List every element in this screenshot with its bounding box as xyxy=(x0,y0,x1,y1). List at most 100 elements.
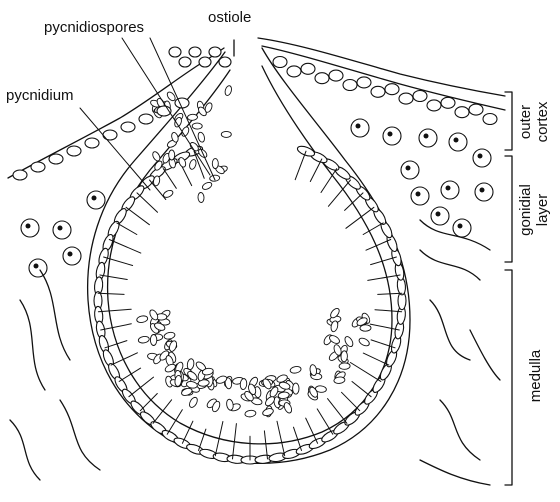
alga-cell xyxy=(453,219,471,237)
label-ostiole: ostiole xyxy=(208,9,251,26)
alga-cell xyxy=(21,219,39,237)
hypha xyxy=(109,240,141,254)
cortex-cell xyxy=(219,57,231,67)
cortex-cell xyxy=(179,57,191,67)
hypha xyxy=(137,193,158,212)
spore xyxy=(262,407,274,416)
hypha xyxy=(140,394,157,411)
cortex-cell xyxy=(385,84,399,95)
medulla-hypha xyxy=(420,460,490,485)
spore xyxy=(136,315,148,323)
alga-cell xyxy=(351,119,369,137)
medulla-hypha xyxy=(40,270,70,360)
spore xyxy=(138,336,150,344)
cortex-cell xyxy=(175,98,189,108)
medulla-hypha xyxy=(440,400,480,460)
alga-nucleus xyxy=(480,188,485,193)
label-medulla: medulla xyxy=(527,349,544,402)
cortex-cell xyxy=(209,47,221,57)
alga-cell xyxy=(475,183,493,201)
hypha xyxy=(126,207,149,224)
cortex-cell xyxy=(371,86,385,97)
hypha xyxy=(101,324,132,330)
alga-cell xyxy=(53,221,71,239)
medulla-hypha xyxy=(10,420,40,480)
label-outer: outer xyxy=(517,105,534,139)
spore xyxy=(187,114,197,121)
cortex-cell xyxy=(329,70,343,81)
cortex-cell xyxy=(199,57,211,67)
hypha xyxy=(295,151,306,180)
hypha xyxy=(342,392,360,410)
spore xyxy=(264,395,276,407)
spore xyxy=(150,335,156,346)
hypha xyxy=(378,293,402,294)
medulla-hypha xyxy=(430,300,470,360)
alga-nucleus xyxy=(424,134,429,139)
spore xyxy=(224,85,233,96)
spore xyxy=(188,159,197,170)
alga-nucleus xyxy=(406,166,411,171)
cortex-cell xyxy=(427,100,441,111)
cortex-cell xyxy=(441,97,455,108)
hypha xyxy=(366,240,391,251)
spore xyxy=(360,325,371,332)
hypha xyxy=(346,207,374,228)
cortex-cell xyxy=(49,154,63,164)
label-layer: layer xyxy=(534,194,551,227)
hypha xyxy=(98,293,124,294)
spore xyxy=(151,150,161,162)
hypha xyxy=(111,353,137,365)
thallus-surface-left xyxy=(8,48,224,178)
alga-cell xyxy=(411,187,429,205)
hypha xyxy=(104,257,133,266)
pycnidiospores xyxy=(136,85,371,418)
cortex-cell xyxy=(189,47,201,57)
cortex-cell xyxy=(483,114,497,125)
cortex-cell xyxy=(31,162,45,172)
alga-cell xyxy=(431,207,449,225)
hypha xyxy=(163,169,176,189)
alga-cell xyxy=(449,133,467,151)
alga-nucleus xyxy=(58,226,63,231)
alga-cell xyxy=(29,259,47,277)
cortex-cell xyxy=(13,170,27,180)
spore xyxy=(293,383,299,394)
cortex-cell xyxy=(139,114,153,124)
cortex-cell xyxy=(169,47,181,57)
alga-nucleus xyxy=(92,196,97,201)
alga-cell xyxy=(401,161,419,179)
alga-nucleus xyxy=(436,212,441,217)
spore xyxy=(186,358,194,370)
alga-cell xyxy=(63,247,81,265)
cortex-cell xyxy=(413,91,427,102)
spore xyxy=(186,381,198,389)
hypha xyxy=(277,421,285,456)
medulla-hyphae xyxy=(10,220,500,485)
cortex-cell xyxy=(121,122,135,132)
spore xyxy=(192,123,202,129)
cortex-cell xyxy=(67,146,81,156)
cortex-cell xyxy=(273,57,287,68)
spore xyxy=(290,366,302,374)
cortex-cell xyxy=(455,107,469,118)
alga-nucleus xyxy=(478,154,483,159)
alga-nucleus xyxy=(416,192,421,197)
hypha xyxy=(167,410,182,435)
alga-cell xyxy=(473,149,491,167)
alga-nucleus xyxy=(454,138,459,143)
alga-nucleus xyxy=(26,224,31,229)
spore xyxy=(163,331,175,340)
hypha xyxy=(350,363,380,382)
bracket-outer-cortex xyxy=(505,92,512,150)
hypha xyxy=(119,368,140,381)
spore xyxy=(339,363,350,370)
cortex-cell xyxy=(469,104,483,115)
alga-nucleus xyxy=(446,186,451,191)
alga-cell xyxy=(441,181,459,199)
hypha xyxy=(363,353,389,365)
cortex-cell xyxy=(343,80,357,91)
hypha xyxy=(129,377,154,397)
cortex-cell xyxy=(287,66,301,77)
